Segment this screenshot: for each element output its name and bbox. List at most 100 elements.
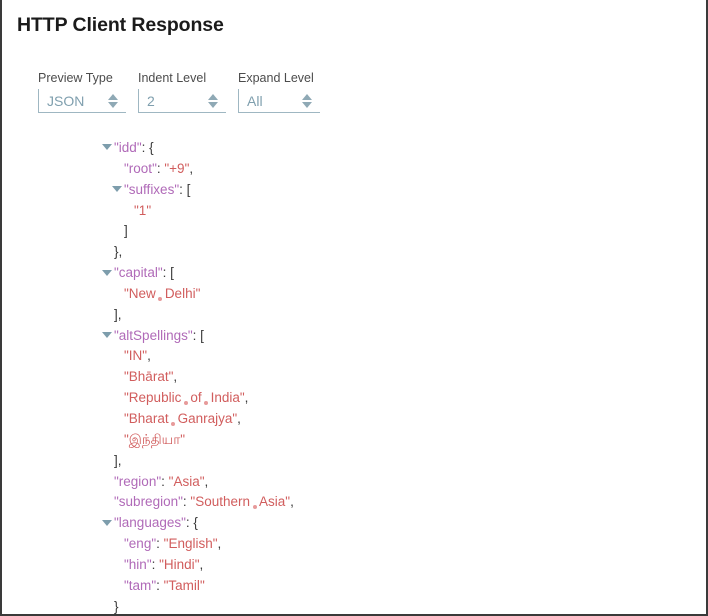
json-punctuation: ] bbox=[124, 223, 128, 239]
json-tree-row[interactable]: "idd": { bbox=[2, 138, 706, 159]
json-key: "languages" bbox=[114, 515, 186, 531]
json-string-value: "Bhārat" bbox=[124, 369, 174, 385]
triangle-down-icon[interactable] bbox=[208, 101, 218, 108]
preview-type-field: Preview Type JSON bbox=[38, 70, 126, 113]
json-tree-row[interactable]: "tam": "Tamil" bbox=[2, 576, 706, 597]
triangle-down-icon[interactable] bbox=[108, 101, 118, 108]
caret-down-icon[interactable] bbox=[102, 269, 112, 276]
json-punctuation: , bbox=[237, 410, 241, 426]
expand-level-field: Expand Level All bbox=[238, 70, 320, 113]
expand-level-select[interactable]: All bbox=[238, 89, 320, 113]
json-preview-tree[interactable]: "idd": {"root": "+9","suffixes": ["1"]},… bbox=[2, 138, 706, 614]
json-tree-row[interactable]: }, bbox=[2, 242, 706, 263]
json-tree-row[interactable]: "capital": [ bbox=[2, 263, 706, 284]
json-tree-row[interactable]: ], bbox=[2, 451, 706, 472]
json-tree-row[interactable]: "root": "+9", bbox=[2, 159, 706, 180]
json-key: "region" bbox=[114, 473, 162, 489]
json-punctuation: { bbox=[149, 140, 154, 155]
json-key-separator: : bbox=[179, 181, 187, 197]
triangle-up-icon[interactable] bbox=[302, 93, 312, 100]
json-tree-row[interactable]: "altSpellings": [ bbox=[2, 326, 706, 347]
json-punctuation: [ bbox=[200, 327, 204, 343]
json-string-value: "Tamil" bbox=[163, 577, 205, 593]
json-tree-row[interactable]: ] bbox=[2, 221, 706, 242]
json-key-separator: : bbox=[141, 140, 150, 155]
json-punctuation: }, bbox=[114, 244, 123, 260]
json-key: "suffixes" bbox=[124, 181, 180, 197]
json-key-separator: : bbox=[185, 515, 194, 531]
json-tree-row[interactable]: ], bbox=[2, 305, 706, 326]
json-string-value: "+9" bbox=[164, 160, 190, 176]
preview-controls: Preview Type JSON Indent Level 2 Expand … bbox=[38, 70, 320, 113]
json-tree-row[interactable]: "1" bbox=[2, 201, 706, 222]
json-key-separator: : bbox=[156, 536, 164, 552]
json-tree-row[interactable]: "Bhārat", bbox=[2, 367, 706, 388]
json-key-separator: : bbox=[151, 556, 160, 572]
json-tree-row[interactable]: } bbox=[2, 597, 706, 614]
triangle-down-icon[interactable] bbox=[302, 101, 312, 108]
json-tree-row[interactable]: "region": "Asia", bbox=[2, 472, 706, 493]
json-punctuation: } bbox=[114, 598, 119, 614]
json-key-separator: : bbox=[156, 160, 165, 176]
json-punctuation: , bbox=[217, 536, 222, 552]
json-punctuation: ], bbox=[114, 306, 122, 322]
caret-down-icon[interactable] bbox=[112, 186, 122, 193]
indent-level-label: Indent Level bbox=[138, 71, 207, 85]
json-key-separator: : bbox=[192, 327, 201, 343]
indent-level-stepper[interactable] bbox=[208, 93, 218, 108]
json-tree-row[interactable]: "suffixes": [ bbox=[2, 180, 706, 201]
json-key-separator: : bbox=[156, 577, 164, 593]
preview-type-select[interactable]: JSON bbox=[38, 89, 126, 113]
caret-down-icon[interactable] bbox=[102, 332, 112, 339]
triangle-up-icon[interactable] bbox=[208, 93, 218, 100]
json-key: "capital" bbox=[114, 265, 163, 281]
caret-down-icon[interactable] bbox=[102, 519, 112, 526]
triangle-up-icon[interactable] bbox=[108, 93, 118, 100]
json-key: "altSpellings" bbox=[114, 327, 193, 343]
expand-level-label: Expand Level bbox=[238, 71, 314, 85]
json-punctuation: ], bbox=[114, 452, 122, 468]
preview-type-label: Preview Type bbox=[38, 71, 113, 85]
json-tree-row[interactable]: "eng": "English", bbox=[2, 534, 706, 555]
json-tree-row[interactable]: "hin": "Hindi", bbox=[2, 555, 706, 576]
preview-type-value: JSON bbox=[47, 92, 85, 109]
expand-level-stepper[interactable] bbox=[302, 93, 312, 108]
json-string-value: "Asia" bbox=[168, 473, 205, 489]
caret-down-icon[interactable] bbox=[102, 144, 112, 151]
expand-level-value: All bbox=[247, 92, 263, 109]
indent-level-value: 2 bbox=[147, 92, 155, 109]
json-string-value: "English" bbox=[163, 536, 218, 552]
json-string-value: "Hindi" bbox=[159, 556, 200, 572]
indent-level-field: Indent Level 2 bbox=[138, 70, 226, 113]
json-key: "tam" bbox=[124, 577, 157, 593]
json-tree-row[interactable]: "IN", bbox=[2, 346, 706, 367]
json-string-value: "1" bbox=[134, 202, 152, 218]
json-punctuation: , bbox=[204, 473, 209, 489]
json-punctuation: [ bbox=[186, 181, 191, 197]
json-punctuation: , bbox=[189, 160, 194, 176]
json-punctuation: , bbox=[147, 348, 151, 364]
json-key: "subregion" bbox=[114, 494, 183, 510]
indent-level-stepper-input[interactable]: 2 bbox=[138, 89, 226, 113]
json-punctuation: [ bbox=[170, 265, 174, 281]
json-tree-row[interactable]: "languages": { bbox=[2, 513, 706, 534]
json-key-separator: : bbox=[182, 494, 191, 510]
json-punctuation: , bbox=[290, 494, 294, 510]
json-key: "hin" bbox=[124, 556, 152, 572]
json-string-value: "IN" bbox=[124, 348, 148, 364]
page-title: HTTP Client Response bbox=[17, 14, 224, 36]
json-tree-row[interactable]: "இந்தியா" bbox=[2, 430, 706, 451]
json-key: "root" bbox=[124, 160, 157, 176]
json-key: "idd" bbox=[114, 140, 142, 155]
json-string-value: "இந்தியா" bbox=[124, 431, 186, 447]
preview-type-stepper[interactable] bbox=[108, 93, 118, 108]
